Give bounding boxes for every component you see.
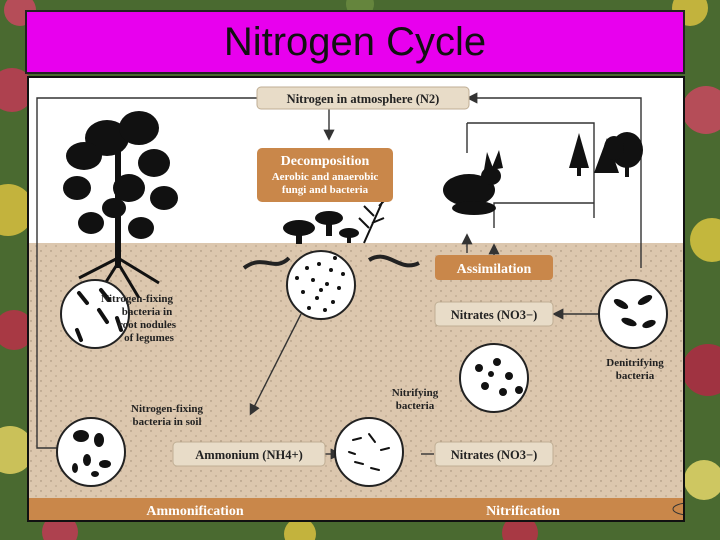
decomposition-box — [257, 148, 393, 202]
fixing-soil-line-2: bacteria in soil — [132, 416, 201, 428]
roots-icon — [242, 254, 420, 270]
bacteria-circle-soil — [56, 417, 126, 487]
bacteria-circle-nitrifying — [459, 343, 529, 413]
assimilation-label: Assimilation — [457, 262, 532, 277]
denitrifying-line-2: bacteria — [616, 370, 655, 382]
diagram-panel: Nitrogen in atmosphere (N2) Decompositio… — [27, 76, 685, 522]
title-bar: Nitrogen Cycle — [25, 10, 685, 74]
decomposition-line-1: Aerobic and anaerobic — [272, 171, 379, 183]
bacteria-circle-decomposers — [286, 250, 356, 320]
atmosphere-box — [256, 86, 470, 110]
bottom-band — [29, 498, 683, 520]
ammonium-box — [172, 441, 326, 467]
ammonium-label: Ammonium (NH4+) — [195, 448, 302, 462]
animals-icon — [443, 150, 503, 215]
nitrates-lower-label: Nitrates (NO3−) — [451, 448, 538, 462]
trees-icon — [569, 132, 643, 177]
decomposition-title: Decomposition — [281, 154, 370, 169]
mushrooms-icon — [283, 195, 390, 244]
bacteria-circle-denitrifying — [598, 279, 668, 349]
logo-mark — [672, 502, 683, 516]
page-title: Nitrogen Cycle — [223, 19, 487, 64]
bacteria-circle-ammonium-to-nitrite — [334, 417, 404, 487]
nitrifying-line-2: bacteria — [396, 400, 435, 412]
atmosphere-label: Nitrogen in atmosphere (N2) — [287, 92, 440, 106]
fixing-soil-line-1: Nitrogen-fixing — [131, 403, 203, 415]
nitrates-upper-box — [434, 301, 554, 327]
legume-plant-icon — [63, 111, 178, 299]
nitrates-upper-label: Nitrates (NO3−) — [451, 308, 538, 322]
fixing-nodules-line-1: Nitrogen-fixing — [101, 293, 173, 305]
nitrifying-line-1: Nitrifying — [392, 387, 439, 399]
denitrifying-line-1: Denitrifying — [606, 357, 664, 369]
bacteria-circle-nodules — [60, 279, 130, 349]
nitrates-lower-box — [434, 441, 554, 467]
decomposition-line-2: fungi and bacteria — [282, 184, 369, 196]
ammonification-label: Ammonification — [146, 504, 243, 519]
fixing-nodules-line-4: of legumes — [124, 332, 175, 344]
fixing-nodules-line-2: bacteria in — [122, 306, 172, 318]
nitrification-label: Nitrification — [486, 504, 560, 519]
nitrogen-cycle-diagram: Nitrogen in atmosphere (N2) Decompositio… — [29, 78, 683, 520]
fixing-nodules-line-3: root nodules — [118, 319, 177, 331]
assimilation-box — [435, 255, 553, 280]
